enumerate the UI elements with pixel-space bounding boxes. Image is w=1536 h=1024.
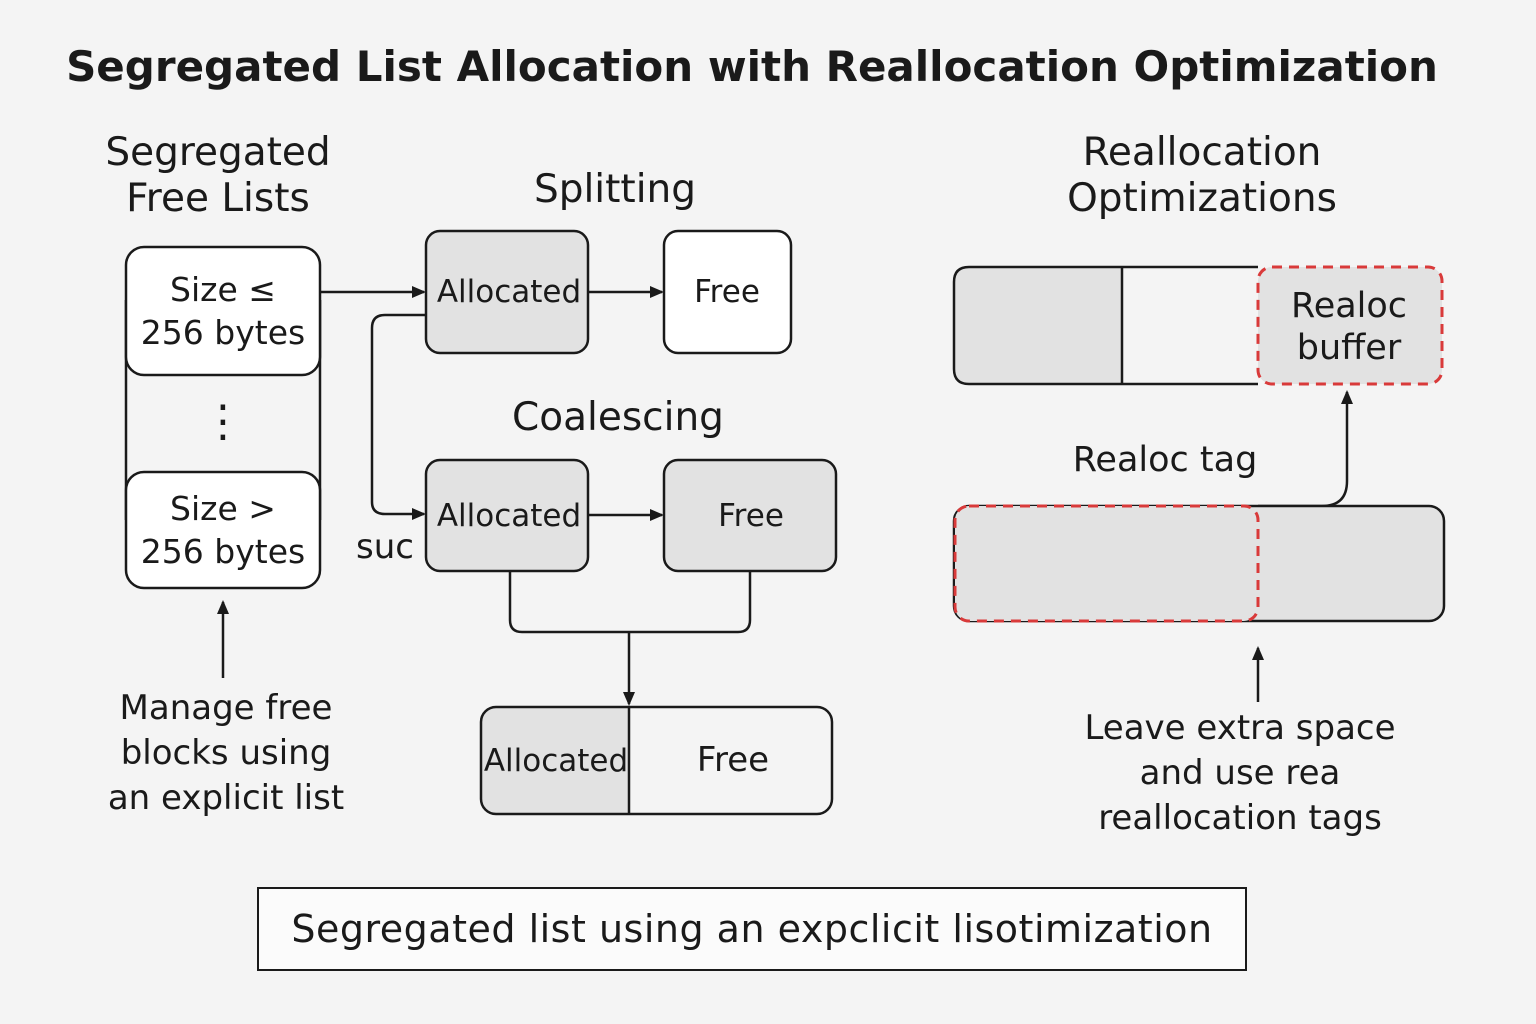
suc-label: suc [356, 527, 414, 567]
segregated-list-container [124, 245, 322, 590]
splitting-allocated-label: Allocated [436, 274, 582, 310]
size-class-large-box [124, 470, 322, 590]
coalescing-allocated-label: Allocated [436, 498, 582, 534]
realloc-top-block [952, 265, 1444, 386]
heading-coalescing: Coalescing [512, 395, 724, 440]
splitting-free-block [662, 229, 793, 355]
ellipsis-icon: ⋮ [201, 396, 245, 447]
merged-allocated-label: Allocated [483, 743, 629, 779]
realloc-tag-label: Realoc tag [1072, 440, 1258, 480]
note-explicit-list: Manage free blocks using an explicit lis… [107, 688, 345, 818]
realloc-tag-region [953, 504, 1260, 623]
realloc-buffer-region [1256, 265, 1444, 386]
caption-box: Segregated list using an expclicit lisot… [257, 887, 1247, 971]
suc-connector-arrow [370, 313, 426, 520]
heading-reallocation-optimizations: Reallocation Optimizations [1067, 130, 1337, 221]
size-class-small-line1: Size ≤ [170, 270, 276, 309]
merged-free-label: Free [696, 740, 770, 780]
size-class-small-box [124, 245, 322, 377]
coalescing-free-label: Free [718, 498, 784, 534]
heading-segregated-free-lists: Segregated Free Lists [105, 130, 331, 221]
splitting-free-label: Free [694, 274, 760, 310]
page-title: Segregated List Allocation with Realloca… [66, 42, 1438, 91]
size-class-small-line2: 256 bytes [140, 313, 306, 352]
realloc-buffer-label: Realoc buffer [1290, 286, 1408, 368]
size-class-large-line1: Size > [170, 489, 276, 528]
heading-splitting: Splitting [533, 167, 697, 212]
realloc-bottom-block [952, 504, 1446, 623]
merged-result-block [479, 705, 834, 816]
merge-bracket [508, 571, 752, 634]
caption-text: Segregated list using an expclicit lisot… [291, 907, 1213, 951]
note-realloc-tags: Leave extra space and use rea reallocati… [1084, 708, 1396, 838]
size-class-large-line2: 256 bytes [140, 532, 306, 571]
realloc-tag-arrow [1258, 390, 1353, 508]
